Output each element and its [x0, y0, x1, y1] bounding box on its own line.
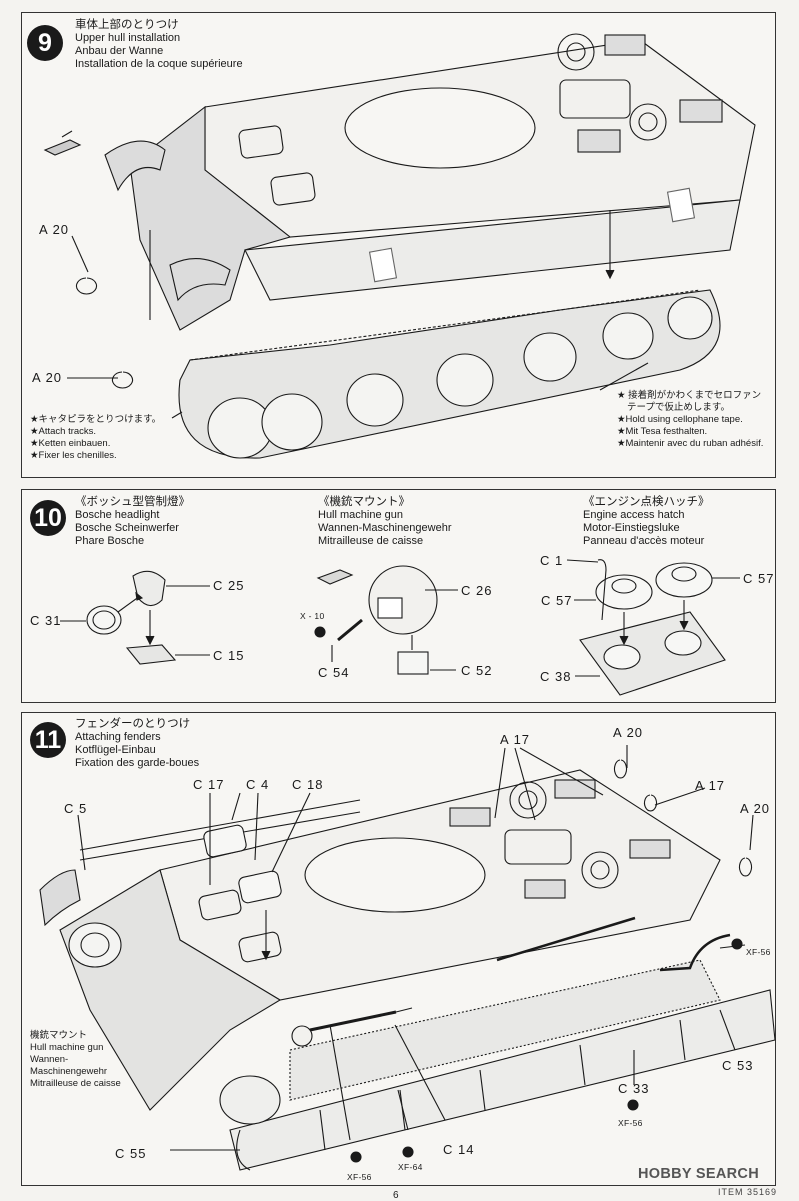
step-9-number: 9: [27, 25, 63, 61]
item-number: ITEM 35169: [718, 1187, 778, 1197]
label-c53: C 53: [722, 1058, 754, 1073]
mg-title-fr: Mitrailleuse de caisse: [318, 535, 424, 547]
label-c18: C 18: [292, 777, 324, 792]
note-attach-tracks: ★キャタピラをとりつけます。 ★Attach tracks. ★Ketten e…: [30, 414, 161, 462]
label-xf56-c: XF-56: [347, 1172, 372, 1182]
label-a20-b: A 20: [740, 801, 771, 816]
note-tape-fr: ★Maintenir avec du ruban adhésif.: [617, 438, 764, 449]
label-c1: C 1: [540, 553, 564, 568]
label-c57a: C 57: [541, 593, 573, 608]
headlight-title-en: Bosche headlight: [75, 509, 160, 521]
hatch-title-jp: 《エンジン点検ハッチ》: [583, 496, 710, 508]
headlight-title-jp: 《ボッシュ型管制燈》: [75, 496, 190, 508]
step-11-title: フェンダーのとりつけ Attaching fenders Kotflügel-E…: [75, 718, 199, 770]
label-a17-a: A 17: [500, 732, 531, 747]
step-11-title-jp: フェンダーのとりつけ: [75, 718, 191, 730]
note-tape-jp2: テープで仮止めします。: [627, 402, 730, 413]
note-mg-de2: Maschinengewehr: [30, 1066, 108, 1077]
step-11-title-de: Kotflügel-Einbau: [75, 744, 156, 756]
headlight-title-fr: Phare Bosche: [75, 535, 145, 547]
note-tape-jp1: ★ 接着剤がかわくまでセロファン: [617, 390, 762, 401]
headlight-title: 《ボッシュ型管制燈》 Bosche headlight Bosche Schei…: [75, 496, 190, 548]
label-c31: C 31: [30, 613, 62, 628]
hobby-search-logo: HOBBY SEARCH: [638, 1166, 759, 1182]
note-mg-en: Hull machine gun: [30, 1042, 104, 1053]
label-a20-top: A 20: [39, 222, 70, 237]
label-c33: C 33: [618, 1081, 650, 1096]
headlight-title-de: Bosche Scheinwerfer: [75, 522, 179, 534]
label-c38: C 38: [540, 669, 572, 684]
label-a17-b: A 17: [695, 778, 726, 793]
mg-title-en: Hull machine gun: [318, 509, 403, 521]
note-tracks-en: ★Attach tracks.: [30, 426, 97, 437]
step-11-title-en: Attaching fenders: [75, 731, 161, 743]
label-c4: C 4: [246, 777, 270, 792]
mg-title: 《機銃マウント》 Hull machine gun Wannen-Maschin…: [318, 496, 452, 548]
hatch-title: 《エンジン点検ハッチ》 Engine access hatch Motor-Ei…: [583, 496, 710, 548]
step-11-title-fr: Fixation des garde-boues: [75, 757, 200, 769]
note-tracks-fr: ★Fixer les chenilles.: [30, 450, 117, 461]
step-10-number: 10: [30, 500, 66, 536]
step-9-title-jp: 車体上部のとりつけ: [75, 19, 179, 31]
label-c14: C 14: [443, 1142, 475, 1157]
label-x10: X - 10: [300, 611, 325, 621]
hatch-title-fr: Panneau d'accès moteur: [583, 535, 705, 547]
step-9-title-en: Upper hull installation: [75, 32, 181, 44]
mg-title-de: Wannen-Maschinengewehr: [318, 522, 452, 534]
label-c15: C 15: [213, 648, 245, 663]
label-c17: C 17: [193, 777, 225, 792]
label-c5: C 5: [64, 801, 88, 816]
step-11-number: 11: [30, 722, 66, 758]
label-c52: C 52: [461, 663, 493, 678]
note-tracks-jp: ★キャタピラをとりつけます。: [30, 414, 162, 425]
note-tape-en: ★Hold using cellophane tape.: [617, 414, 743, 425]
label-c55: C 55: [115, 1146, 147, 1161]
note-mg-fr: Mitrailleuse de caisse: [30, 1078, 121, 1089]
step-9-title: 車体上部のとりつけ Upper hull installation Anbau …: [75, 19, 243, 71]
label-c54: C 54: [318, 665, 350, 680]
note-tape-de: ★Mit Tesa festhalten.: [617, 426, 708, 437]
label-xf56-b: XF-56: [618, 1118, 643, 1128]
label-a20-bottom: A 20: [32, 370, 63, 385]
step-9-title-de: Anbau der Wanne: [75, 45, 164, 57]
note-tracks-de: ★Ketten einbauen.: [30, 438, 111, 449]
note-mg-jp: 機銃マウント: [30, 1030, 88, 1041]
label-c26: C 26: [461, 583, 493, 598]
label-c25: C 25: [213, 578, 245, 593]
note-cellophane-tape: ★ 接着剤がかわくまでセロファン テープで仮止めします。 ★Hold using…: [617, 390, 763, 450]
hatch-title-en: Engine access hatch: [583, 509, 685, 521]
note-mg-de1: Wannen-: [30, 1054, 69, 1065]
note-hull-mg: 機銃マウント Hull machine gun Wannen- Maschine…: [30, 1030, 121, 1090]
label-xf64: XF-64: [398, 1162, 423, 1172]
page-number: 6: [393, 1190, 399, 1201]
hatch-title-de: Motor-Einstiegsluke: [583, 522, 680, 534]
label-xf56-a: XF-56: [746, 947, 771, 957]
label-a20-a: A 20: [613, 725, 644, 740]
step-9-title-fr: Installation de la coque supérieure: [75, 58, 243, 70]
mg-title-jp: 《機銃マウント》: [318, 496, 410, 508]
label-c57b: C 57: [743, 571, 775, 586]
